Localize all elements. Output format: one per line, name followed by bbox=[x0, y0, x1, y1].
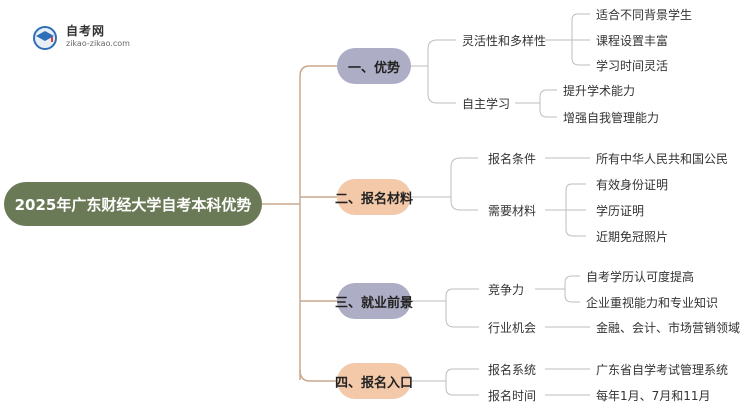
mid-node: 报名条件 bbox=[488, 152, 537, 166]
leaf-node: 增强自我管理能力 bbox=[563, 111, 660, 125]
logo-title: 自考网 bbox=[66, 24, 106, 38]
leaf-node: 金融、会计、市场营销领域 bbox=[596, 321, 741, 335]
branch-node-materials: 二、报名材料 bbox=[335, 179, 413, 215]
mid-node: 灵活性和多样性 bbox=[462, 34, 547, 48]
logo-url: zikao-zikao.com bbox=[66, 39, 130, 48]
leaf-node: 企业重视能力和专业知识 bbox=[586, 296, 719, 310]
leaf-node: 近期免冠照片 bbox=[596, 230, 669, 244]
mid-node: 报名时间 bbox=[488, 389, 537, 403]
mid-node: 自主学习 bbox=[462, 97, 511, 111]
leaf-node: 有效身份证明 bbox=[596, 178, 669, 192]
leaf-node: 学习时间灵活 bbox=[596, 59, 669, 73]
leaf-node: 广东省自学考试管理系统 bbox=[596, 363, 729, 377]
branch-node-advantages: 一、优势 bbox=[337, 48, 411, 84]
branch-node-entry: 四、报名入口 bbox=[335, 363, 413, 399]
mid-node: 竞争力 bbox=[488, 283, 525, 297]
leaf-node: 提升学术能力 bbox=[563, 84, 636, 98]
root-node: 2025年广东财经大学自考本科优势 bbox=[4, 182, 262, 226]
leaf-node: 自考学历认可度提高 bbox=[586, 270, 695, 284]
leaf-node: 所有中华人民共和国公民 bbox=[596, 152, 729, 166]
mid-node: 需要材料 bbox=[488, 204, 537, 218]
leaf-node: 课程设置丰富 bbox=[596, 34, 669, 48]
leaf-node: 每年1月、7月和11月 bbox=[596, 389, 711, 403]
site-logo[interactable]: 自考网 zikao-zikao.com bbox=[30, 20, 140, 52]
mid-node: 行业机会 bbox=[488, 321, 537, 335]
mid-node: 报名系统 bbox=[488, 363, 537, 377]
graduation-cap-icon bbox=[33, 26, 57, 50]
leaf-node: 学历证明 bbox=[596, 204, 645, 218]
leaf-node: 适合不同背景学生 bbox=[596, 8, 693, 22]
branch-node-employment: 三、就业前景 bbox=[335, 283, 413, 319]
